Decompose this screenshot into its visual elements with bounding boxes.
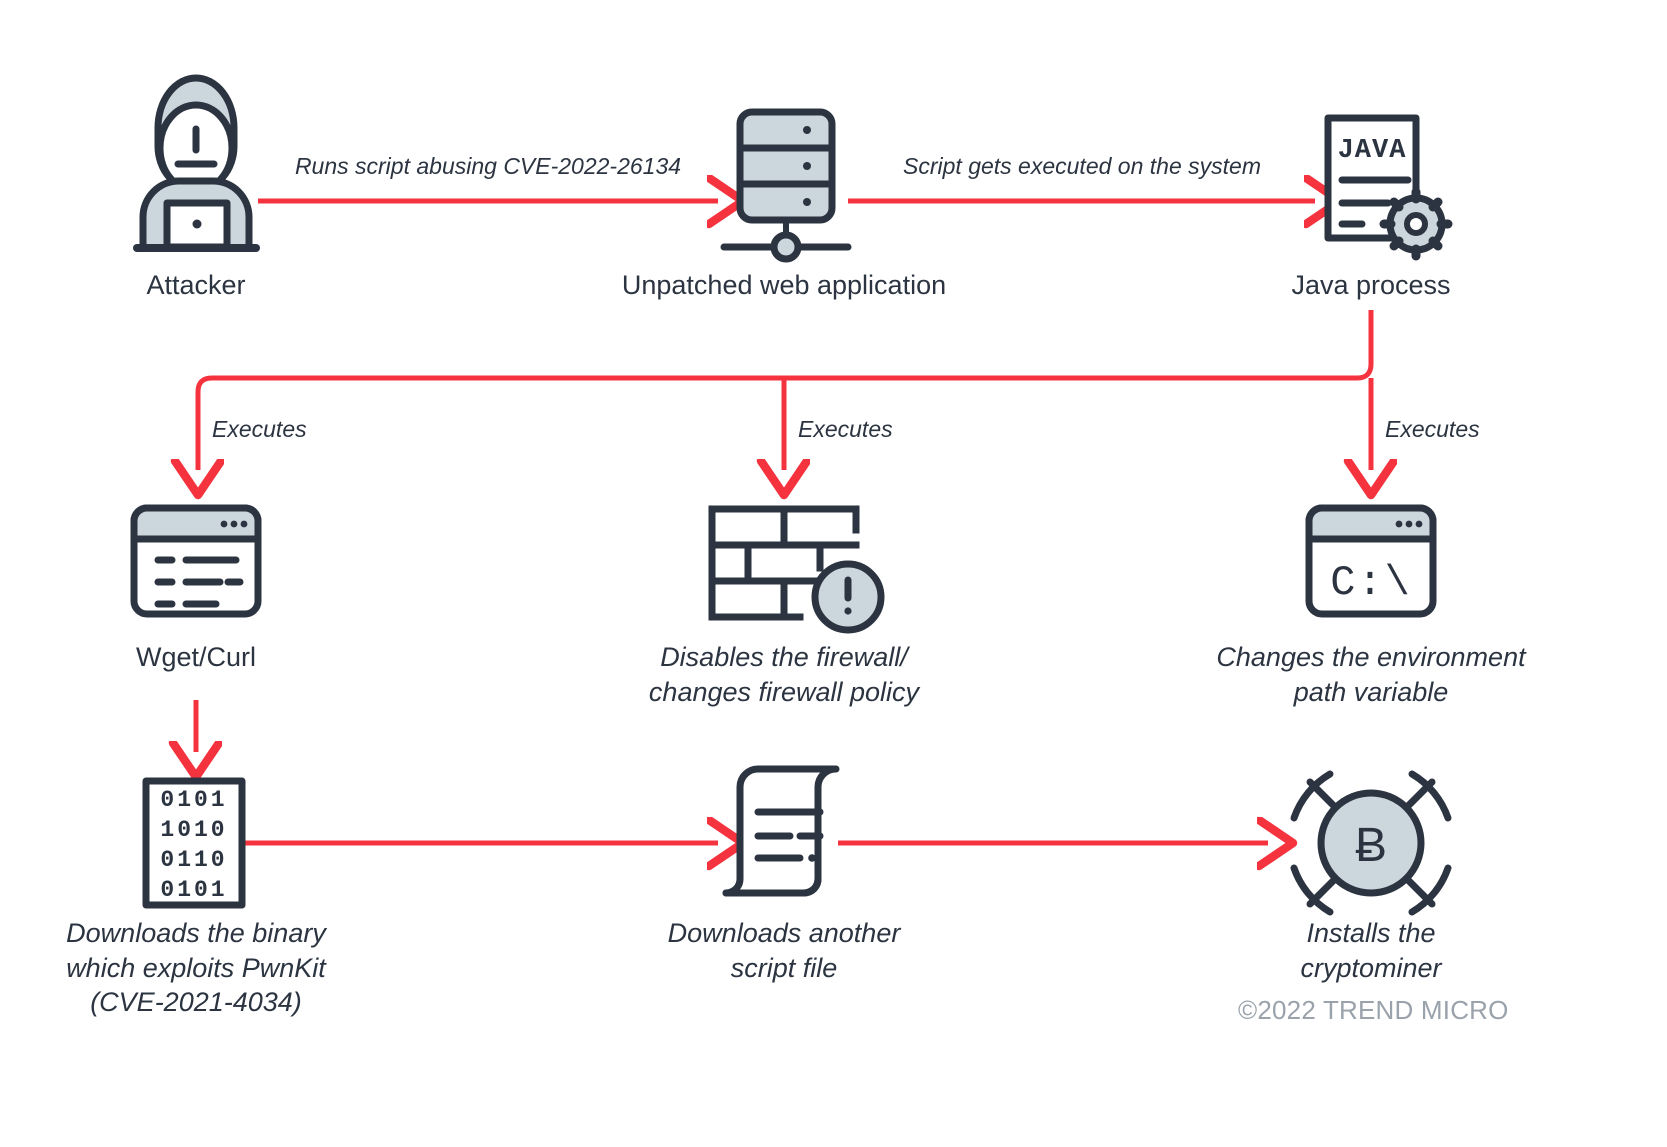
svg-text:0101: 0101 — [160, 787, 227, 813]
node-label-wget: Wget/Curl — [135, 642, 257, 672]
node-label-attacker: Attacker — [146, 270, 246, 300]
brick-wall-warning-icon — [708, 505, 885, 634]
edge-label-java-to-envpath: Executes — [1385, 416, 1480, 442]
svg-text:1010: 1010 — [160, 817, 227, 843]
svg-text:0110: 0110 — [160, 847, 227, 873]
edge-label-webapp-to-java: Script gets executed on the system — [903, 153, 1261, 179]
terminal-window-icon: C:\ — [1305, 504, 1437, 618]
copyright-notice: ©2022 TREND MICRO — [1238, 995, 1509, 1025]
attacker-hoodie-laptop-icon — [133, 74, 260, 252]
edge-label-java-to-wget: Executes — [212, 416, 307, 442]
scroll-script-icon — [722, 765, 840, 897]
svg-text:Ƀ: Ƀ — [1355, 819, 1387, 872]
bitcoin-coin-icon: Ƀ — [1290, 770, 1452, 916]
server-rack-icon — [720, 108, 852, 263]
connector-java-branch — [198, 310, 1371, 470]
edge-label-java-to-firewall: Executes — [798, 416, 893, 442]
edge-label-attacker-to-webapp: Runs script abusing CVE-2022-26134 — [294, 153, 682, 179]
node-label-binary: Downloads the binary which exploits PwnK… — [66, 918, 326, 1018]
node-label-envpath: Changes the environment path variable — [1216, 642, 1526, 707]
node-label-scriptfile: Downloads another script file — [667, 918, 901, 983]
binary-data-icon: 0101 1010 0110 0101 — [142, 777, 246, 909]
node-label-java: Java process — [1291, 270, 1451, 300]
svg-text:0101: 0101 — [160, 877, 227, 903]
browser-window-code-icon — [130, 504, 262, 618]
node-label-firewall: Disables the firewall/ changes firewall … — [648, 642, 920, 707]
svg-text:C:\: C:\ — [1330, 559, 1412, 607]
node-label-cryptominer: Installs the cryptominer — [1300, 918, 1442, 983]
svg-text:JAVA: JAVA — [1338, 136, 1407, 166]
node-label-webapp: Unpatched web application — [621, 270, 947, 300]
java-document-gear-icon: JAVA — [1324, 114, 1453, 261]
